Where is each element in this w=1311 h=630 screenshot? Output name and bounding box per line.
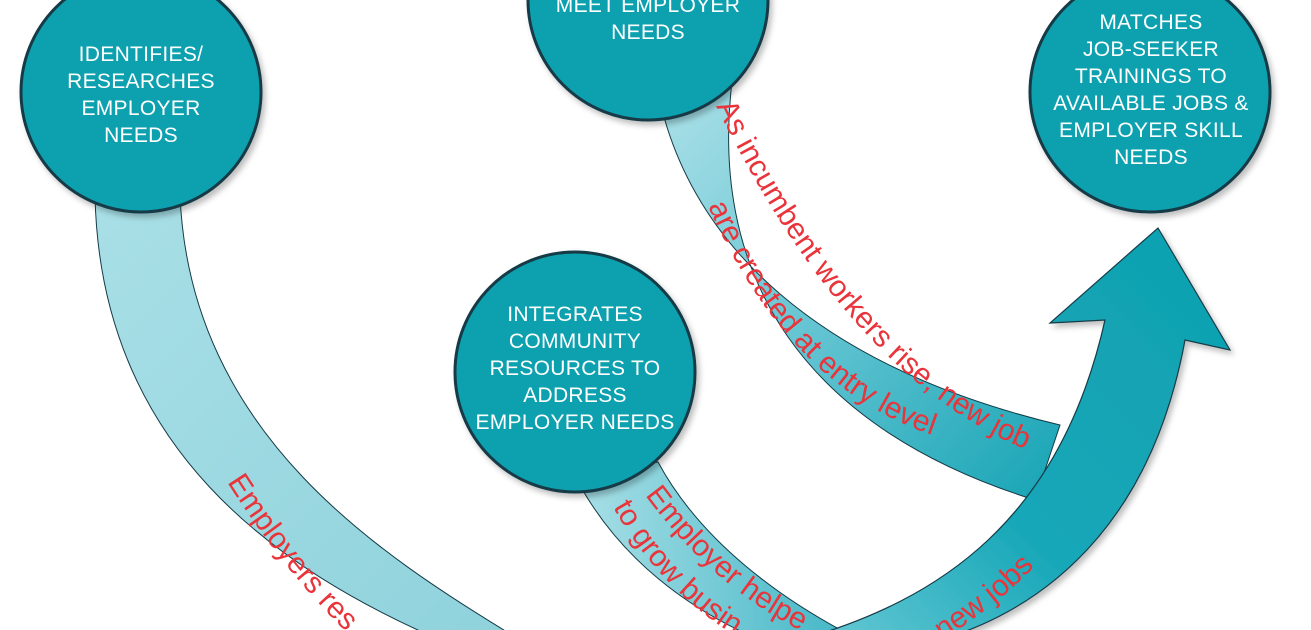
main-arrow	[829, 227, 1232, 630]
node-top-circle	[526, 0, 770, 122]
node-integrates-text: INTEGRATES COMMUNITY RESOURCES TO ADDRES…	[475, 302, 675, 434]
node-integrates-circle	[453, 250, 697, 494]
label-incumbent-line2: are created at entry level	[702, 195, 941, 442]
node-matches-circle	[1028, 0, 1272, 214]
node-top-text: MEET EMPLOYER NEEDS	[555, 0, 741, 44]
node-identifies-circle	[19, 0, 263, 214]
node-identifies-text: IDENTIFIES/ RESEARCHES EMPLOYER NEEDS	[67, 43, 215, 147]
node-matches-text: MATCHES JOB-SEEKER TRAININGS TO AVAILABL…	[1053, 11, 1249, 169]
middle-arc-band	[576, 461, 842, 630]
left-arc-band	[94, 194, 505, 630]
